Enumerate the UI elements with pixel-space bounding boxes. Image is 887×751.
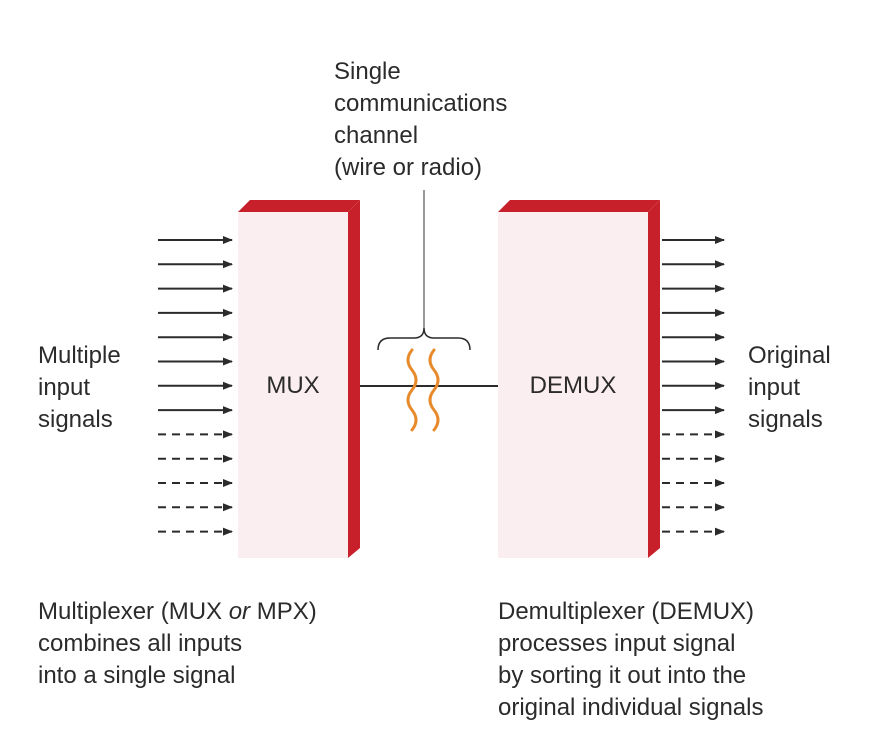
channel-brace <box>377 327 471 351</box>
mux-caption-or: or <box>228 598 251 625</box>
channel-label-line: Single <box>334 58 401 85</box>
radio-wave-left <box>406 348 418 432</box>
inputs-label-line: signals <box>38 406 113 433</box>
inputs-label-line: Multiple <box>38 342 121 369</box>
demux-caption-line: processes input signal <box>498 630 736 657</box>
demux-caption-line: original individual signals <box>498 694 764 721</box>
demux-block-face <box>498 212 648 558</box>
mux-caption-line: combines all inputs <box>38 630 243 657</box>
channel-label-line: (wire or radio) <box>334 154 483 181</box>
demux-caption-line: Demultiplexer (DEMUX) <box>498 598 755 625</box>
mux-caption-text: Multiplexer (MUX <box>38 598 229 625</box>
channel-label: Single communications channel (wire or r… <box>334 56 507 184</box>
mux-caption-line: Multiplexer (MUX or MPX) <box>38 596 317 628</box>
mux-caption: Multiplexer (MUX or MPX) combines all in… <box>38 596 317 692</box>
mux-block-top-edge <box>238 200 360 212</box>
outputs-label-line: input <box>748 374 801 401</box>
outputs-label: Original input signals <box>748 340 831 436</box>
demux-block-top-edge <box>498 200 660 212</box>
radio-wave-right <box>428 348 440 432</box>
input-arrows <box>158 236 233 536</box>
channel-label-line: channel <box>334 122 419 149</box>
radio-waves <box>406 348 440 432</box>
demux-block-side-edge <box>648 200 660 558</box>
demux-label: DEMUX <box>529 372 617 399</box>
outputs-label-line: signals <box>748 406 823 433</box>
demux-caption-line: by sorting it out into the <box>498 662 747 689</box>
output-arrows <box>662 236 725 536</box>
channel-label-line: communications <box>334 90 508 117</box>
mux-caption-text: MPX) <box>250 598 317 625</box>
mux-block <box>238 200 360 558</box>
mux-block-side-edge <box>348 200 360 558</box>
inputs-label-line: input <box>38 374 91 401</box>
demux-block <box>498 200 660 558</box>
demux-caption: Demultiplexer (DEMUX) processes input si… <box>498 596 764 724</box>
mux-block-face <box>238 212 348 558</box>
outputs-label-line: Original <box>748 342 831 369</box>
inputs-label: Multiple input signals <box>38 340 121 436</box>
mux-label: MUX <box>266 372 320 399</box>
mux-caption-line: into a single signal <box>38 662 236 689</box>
